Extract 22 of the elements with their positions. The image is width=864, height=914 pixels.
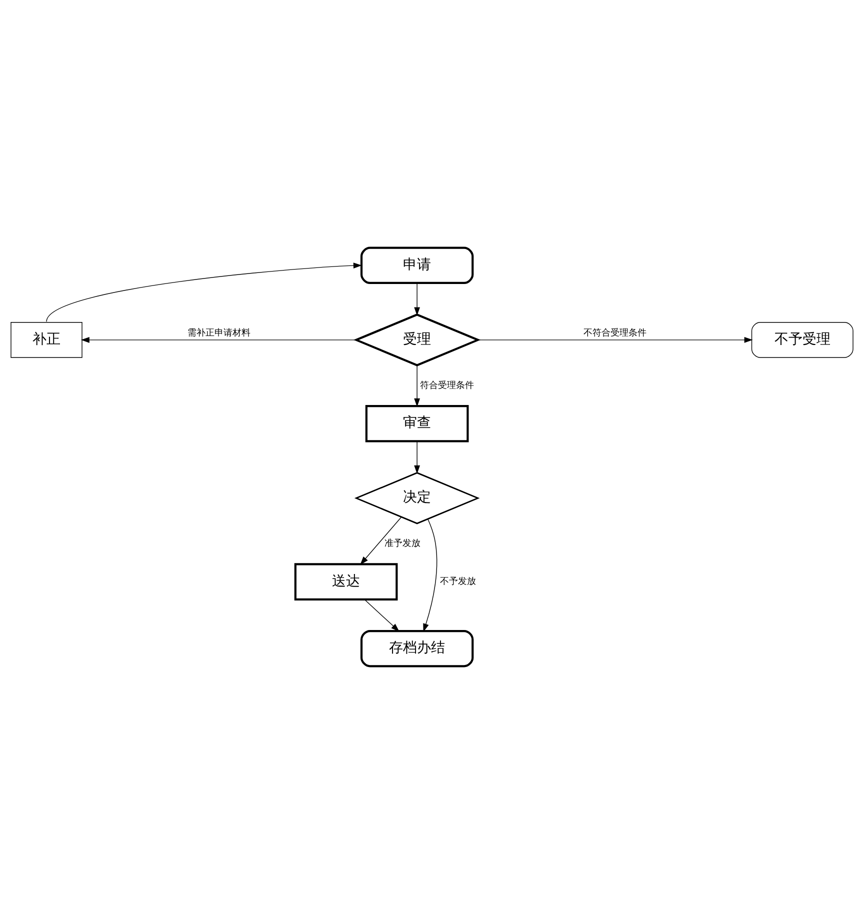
node-box: 审查: [365, 404, 469, 442]
edge-label: 符合受理条件: [420, 381, 474, 392]
node-box: 送达: [294, 563, 398, 600]
arrow: [360, 516, 402, 565]
node-box: 存档办结: [360, 630, 474, 668]
edge-label: 不予发放: [440, 577, 476, 588]
arrow: [478, 336, 753, 343]
arrow: [80, 336, 356, 343]
node-box: 不予受理: [751, 322, 854, 358]
arrow: [414, 364, 420, 407]
arrow: [423, 518, 438, 632]
edge-label: 不符合受理条件: [583, 328, 646, 338]
arrow: [46, 262, 362, 322]
edge-label: 需补正申请材料: [188, 328, 251, 338]
arrow: [414, 440, 420, 474]
arrow: [364, 599, 400, 632]
node-diamond: 决定: [354, 472, 480, 524]
node-diamond: 受理: [353, 313, 481, 366]
node-box: 补正: [10, 322, 82, 358]
node-box: 申请: [360, 246, 474, 284]
edge-label: 准予发放: [384, 539, 421, 550]
arrow: [414, 282, 420, 316]
